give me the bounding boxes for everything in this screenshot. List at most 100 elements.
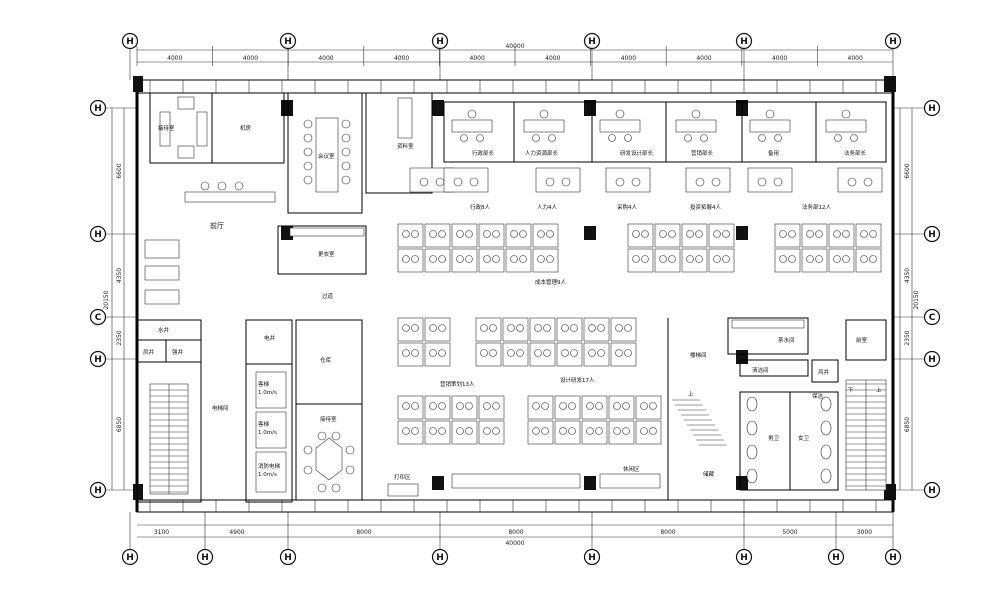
svg-text:H: H <box>436 553 444 563</box>
left-span-2: 2350 <box>116 330 123 345</box>
axis-bubble-bottom-7: H <box>884 548 902 566</box>
label-corridor: 过道 <box>322 292 334 300</box>
axis-bubble-top-4: H <box>735 32 753 50</box>
label-elevator1: 客梯 <box>258 380 270 388</box>
svg-text:H: H <box>588 37 596 47</box>
label-purchase-staff: 采购4人 <box>617 203 637 211</box>
axis-bubble-right-1: H <box>923 225 941 243</box>
axis-bubble-right-3: H <box>923 350 941 368</box>
label-elevator1-cap: 1.0m/s <box>258 390 277 396</box>
top-span-8: 4000 <box>772 55 787 62</box>
svg-text:C: C <box>95 313 102 323</box>
label-wind-well2: 风井 <box>818 368 830 376</box>
label-archive: 资料室 <box>397 142 414 150</box>
label-elevator3: 消防电梯 <box>258 462 281 470</box>
label-admin-staff: 行政8人 <box>470 203 490 211</box>
top-span-5: 4000 <box>545 55 560 62</box>
right-span-0: 6600 <box>904 163 911 178</box>
label-hr-staff: 人力4人 <box>537 203 557 211</box>
svg-text:H: H <box>94 104 102 114</box>
label-legal-head: 法务部长 <box>844 149 867 157</box>
head-offices: 行政部长 人力资源部长 研发设计部长 营销部长 备用 法务部长 <box>443 101 887 163</box>
left-span-3: 6850 <box>116 417 123 432</box>
label-stair-up: 上 <box>688 390 694 398</box>
axis-bubble-top-3: H <box>583 32 601 50</box>
axis-bubble-left-1: H <box>89 225 107 243</box>
top-span-1: 4000 <box>243 55 258 62</box>
right-span-3: 6850 <box>904 417 911 432</box>
label-cleaning-room: 清洁间 <box>752 366 769 374</box>
axis-bubble-left-4: H <box>89 481 107 499</box>
axis-bubble-left-3: H <box>89 350 107 368</box>
right-span-2: 2350 <box>904 330 911 345</box>
label-stairwell: 楼梯间 <box>690 351 707 359</box>
top-span-4: 4000 <box>470 55 485 62</box>
bottom-span-0: 3100 <box>154 529 169 536</box>
svg-text:H: H <box>126 37 134 47</box>
axis-bubble-top-1: H <box>279 32 297 50</box>
svg-text:H: H <box>284 37 292 47</box>
label-sales-head: 营销部长 <box>691 149 714 157</box>
label-spare: 备用 <box>768 149 779 157</box>
svg-text:H: H <box>740 553 748 563</box>
label-legal-staff: 法务部12人 <box>802 203 831 211</box>
right-dimension-lines: 20150 6600 4350 2350 6850 <box>899 108 920 490</box>
right-span-1: 4350 <box>904 268 911 283</box>
workstation-clusters <box>397 223 882 445</box>
top-span-2: 4000 <box>318 55 333 62</box>
label-rd-head: 研发设计部长 <box>620 149 654 157</box>
top-span-9: 4000 <box>848 55 863 62</box>
label-men-wc: 男卫 <box>768 435 780 442</box>
label-design-staff: 设计研发17人 <box>560 376 595 384</box>
side-total-right: 20150 <box>913 290 920 309</box>
top-span-6: 4000 <box>621 55 636 62</box>
label-reception2: 接待室 <box>320 415 337 423</box>
label-front-room: 前室 <box>856 336 868 344</box>
svg-text:H: H <box>889 37 897 47</box>
left-span-0: 6600 <box>116 163 123 178</box>
label-cleaning2: 保洁 <box>812 392 824 400</box>
label-elevator-hall: 电梯间 <box>212 404 229 412</box>
overall-dim-bottom: 40000 <box>505 540 524 547</box>
lobby: 前厅 <box>144 181 276 305</box>
label-elevator2-cap: 1.0m/s <box>258 430 277 436</box>
svg-text:H: H <box>436 37 444 47</box>
label-admin-head: 行政部长 <box>472 149 495 157</box>
left-span-1: 4350 <box>116 268 123 283</box>
svg-text:H: H <box>201 553 209 563</box>
axis-bubble-bottom-1: H <box>196 548 214 566</box>
axis-bubble-bottom-0: H <box>121 548 139 566</box>
axis-bubble-bottom-5: H <box>735 548 753 566</box>
reception-room: 接待室 <box>149 92 213 164</box>
label-cost-staff: 成本管理9人 <box>535 278 566 286</box>
left-axis-bubbles: H H C H H <box>89 99 137 499</box>
dressing-room: 更衣室 <box>277 225 367 275</box>
archive-room: 资料室 <box>365 92 433 194</box>
label-elevator3-cap: 1.0m/s <box>258 472 277 478</box>
svg-text:H: H <box>94 230 102 240</box>
label-stair-down: 下 <box>848 387 854 394</box>
label-elevator2: 客梯 <box>258 420 270 428</box>
svg-text:H: H <box>94 355 102 365</box>
svg-text:C: C <box>929 313 936 323</box>
label-marketing-staff: 营销策划13人 <box>440 380 475 388</box>
label-wind-well: 风井 <box>143 348 155 356</box>
axis-bubble-top-5: H <box>884 32 902 50</box>
lounge-sofas <box>409 167 883 193</box>
svg-text:H: H <box>928 230 936 240</box>
label-meeting-room: 会议室 <box>318 152 335 160</box>
print-leisure: 打印区 休闲区 <box>387 465 661 497</box>
top-span-0: 4000 <box>167 55 182 62</box>
svg-text:H: H <box>832 553 840 563</box>
staff-labels: 行政8人 人力4人 采购4人 投资拓展4人 法务部12人 成本管理9人 营销策划… <box>440 203 831 388</box>
label-reception: 接待室 <box>158 124 175 132</box>
outer-walls <box>135 79 895 513</box>
svg-text:H: H <box>588 553 596 563</box>
svg-text:H: H <box>94 486 102 496</box>
